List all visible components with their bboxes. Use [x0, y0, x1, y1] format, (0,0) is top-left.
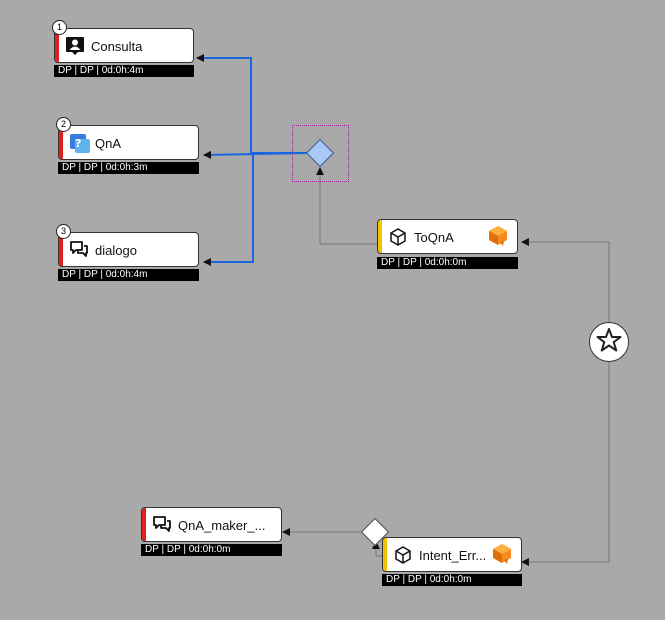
- plain-wires: [282, 167, 610, 566]
- start-bar: [55, 29, 59, 62]
- star-icon: [595, 326, 623, 359]
- wire-to-qna: [203, 150, 308, 159]
- node-intent-error[interactable]: Intent_Err...: [382, 537, 522, 572]
- chat-bubbles-icon: [152, 515, 172, 535]
- aws-logo-icon: [487, 225, 509, 247]
- aws-logo-icon: [491, 543, 513, 565]
- start-event[interactable]: [589, 322, 629, 362]
- node-qna-maker[interactable]: QnA_maker_...: [141, 507, 282, 542]
- user-pin-icon: [65, 36, 85, 56]
- node-footer: DP | DP | 0d:0h:0m: [141, 544, 282, 556]
- step-badge: 2: [56, 117, 71, 132]
- start-bar: [59, 233, 63, 266]
- node-label: Consulta: [91, 39, 143, 54]
- node-footer: DP | DP | 0d:0h:0m: [382, 574, 522, 586]
- node-label: ToQnA: [414, 230, 454, 245]
- node-label: QnA: [95, 136, 122, 151]
- cube-icon: [393, 545, 413, 565]
- node-footer: DP | DP | 0d:0h:4m: [54, 65, 194, 77]
- node-consulta[interactable]: Consulta: [54, 28, 194, 63]
- node-footer: DP | DP | 0d:0h:0m: [377, 257, 518, 269]
- branch-wires: [196, 54, 308, 266]
- node-qna[interactable]: ? QnA: [58, 125, 199, 160]
- cube-icon: [388, 227, 408, 247]
- wire-toqna-to-decision: [316, 167, 377, 245]
- selection-box: [292, 125, 349, 182]
- start-bar: [142, 508, 146, 541]
- qna-question-icon: ?: [69, 133, 90, 153]
- node-toqna[interactable]: ToQnA: [377, 219, 518, 254]
- task-bar: [383, 538, 387, 571]
- node-label: Intent_Err...: [419, 548, 487, 563]
- chat-bubbles-icon: [69, 240, 89, 260]
- wire-star-to-intent: [521, 362, 610, 566]
- wire-star-to-toqna: [521, 238, 610, 323]
- step-badge: 3: [56, 224, 71, 239]
- node-label: dialogo: [95, 243, 137, 258]
- step-badge: 1: [52, 20, 67, 35]
- node-dialogo[interactable]: dialogo: [58, 232, 199, 267]
- node-footer: DP | DP | 0d:0h:3m: [58, 162, 199, 174]
- task-bar: [378, 220, 382, 253]
- wire-to-consulta: [196, 54, 307, 154]
- node-label: QnA_maker_...: [178, 518, 266, 533]
- node-footer: DP | DP | 0d:0h:4m: [58, 269, 199, 281]
- wire-to-dialogo: [203, 153, 254, 266]
- wire-intent-to-decision: [372, 541, 382, 557]
- start-bar: [59, 126, 63, 159]
- svg-text:?: ?: [75, 137, 81, 150]
